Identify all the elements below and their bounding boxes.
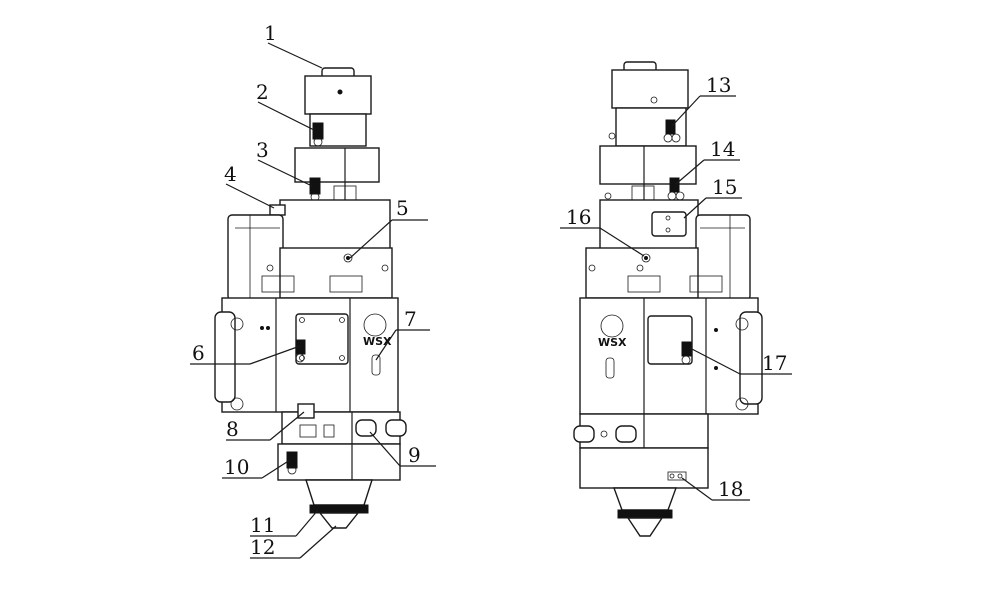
adjust-screw-3 (309, 177, 321, 195)
ceramic-ring-11 (309, 504, 369, 514)
rear-view-callouts: 13 14 15 16 17 18 (560, 73, 792, 501)
callout-13: 13 (706, 73, 731, 97)
nozzle-holder (305, 479, 373, 506)
front-view: WSX (214, 67, 407, 529)
left-knob (214, 311, 236, 403)
callout-10: 10 (224, 455, 249, 479)
nozzle-holder-rear (613, 487, 677, 511)
access-window (295, 313, 349, 365)
fitting-18 (667, 471, 687, 481)
collimator-upper (304, 75, 372, 115)
right-knob (739, 311, 763, 405)
nozzle-rear (626, 517, 664, 537)
middle-housing (279, 199, 391, 253)
adjust-screw-10 (286, 451, 298, 469)
callout-4: 4 (224, 162, 237, 186)
callout-18: 18 (718, 477, 743, 501)
window-15 (651, 211, 687, 237)
adjust-screw-13 (665, 119, 676, 135)
callout-6: 6 (192, 341, 205, 365)
callout-9: 9 (408, 443, 421, 467)
focus-block-rear (599, 145, 697, 185)
focus-block (294, 147, 380, 183)
collimator-upper-rear (611, 69, 689, 109)
callout-7: 7 (404, 307, 417, 331)
front-view-callouts: 1 2 3 4 5 6 7 8 9 10 11 12 (190, 21, 436, 559)
callout-12: 12 (250, 535, 275, 559)
middle-housing-lower (279, 247, 393, 299)
adjust-screw-14 (669, 177, 680, 193)
adjust-screw-17 (681, 341, 692, 357)
adjust-screw-2 (312, 122, 324, 140)
logo-text-rear: WSX (598, 336, 627, 349)
rear-view: WSX (573, 61, 763, 537)
callout-2: 2 (256, 80, 269, 104)
fitting-8 (297, 403, 315, 419)
slot-7 (371, 354, 381, 376)
callout-16: 16 (566, 205, 591, 229)
logo-icon (363, 313, 387, 337)
callout-15: 15 (712, 175, 737, 199)
callout-8: 8 (226, 417, 239, 441)
connector-9 (355, 419, 377, 437)
sensor-body-rear (579, 447, 709, 489)
collimator-lower (309, 113, 367, 147)
ceramic-ring-rear (617, 509, 673, 519)
callout-1: 1 (264, 21, 277, 45)
access-window-rear (647, 315, 693, 365)
nozzle-12 (318, 512, 360, 529)
sensor-body (277, 443, 401, 481)
middle-housing-lower-rear (585, 247, 699, 299)
callout-3: 3 (256, 138, 269, 162)
logo-text: WSX (363, 335, 392, 348)
callout-11: 11 (250, 513, 275, 537)
callout-5: 5 (396, 196, 409, 220)
callout-14: 14 (710, 137, 735, 161)
callout-17: 17 (762, 351, 787, 375)
logo-icon-rear (600, 314, 624, 338)
